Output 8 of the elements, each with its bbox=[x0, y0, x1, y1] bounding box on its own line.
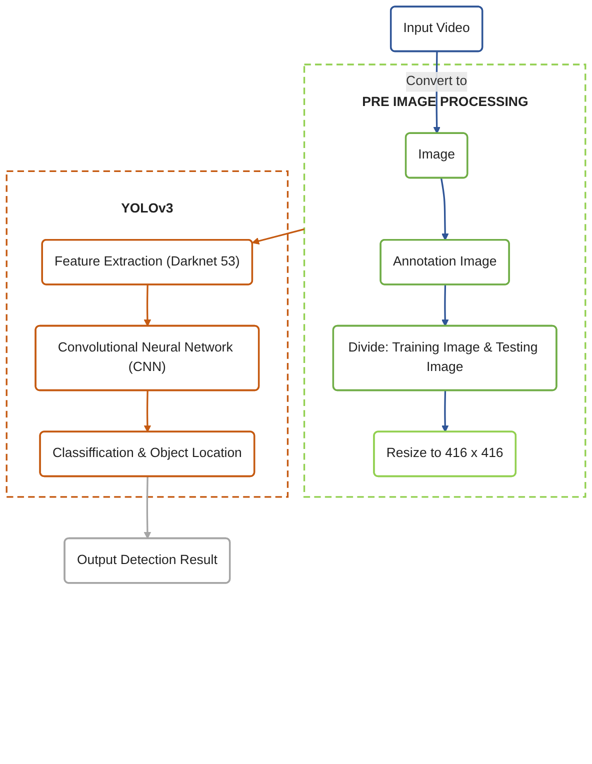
arrow bbox=[144, 284, 152, 326]
arrow bbox=[252, 228, 304, 245]
edge-label: Convert to bbox=[406, 74, 468, 88]
arrow bbox=[144, 476, 152, 539]
arrow bbox=[441, 390, 449, 432]
arrow bbox=[440, 178, 449, 241]
arrow bbox=[441, 284, 449, 326]
arrow bbox=[144, 390, 152, 432]
